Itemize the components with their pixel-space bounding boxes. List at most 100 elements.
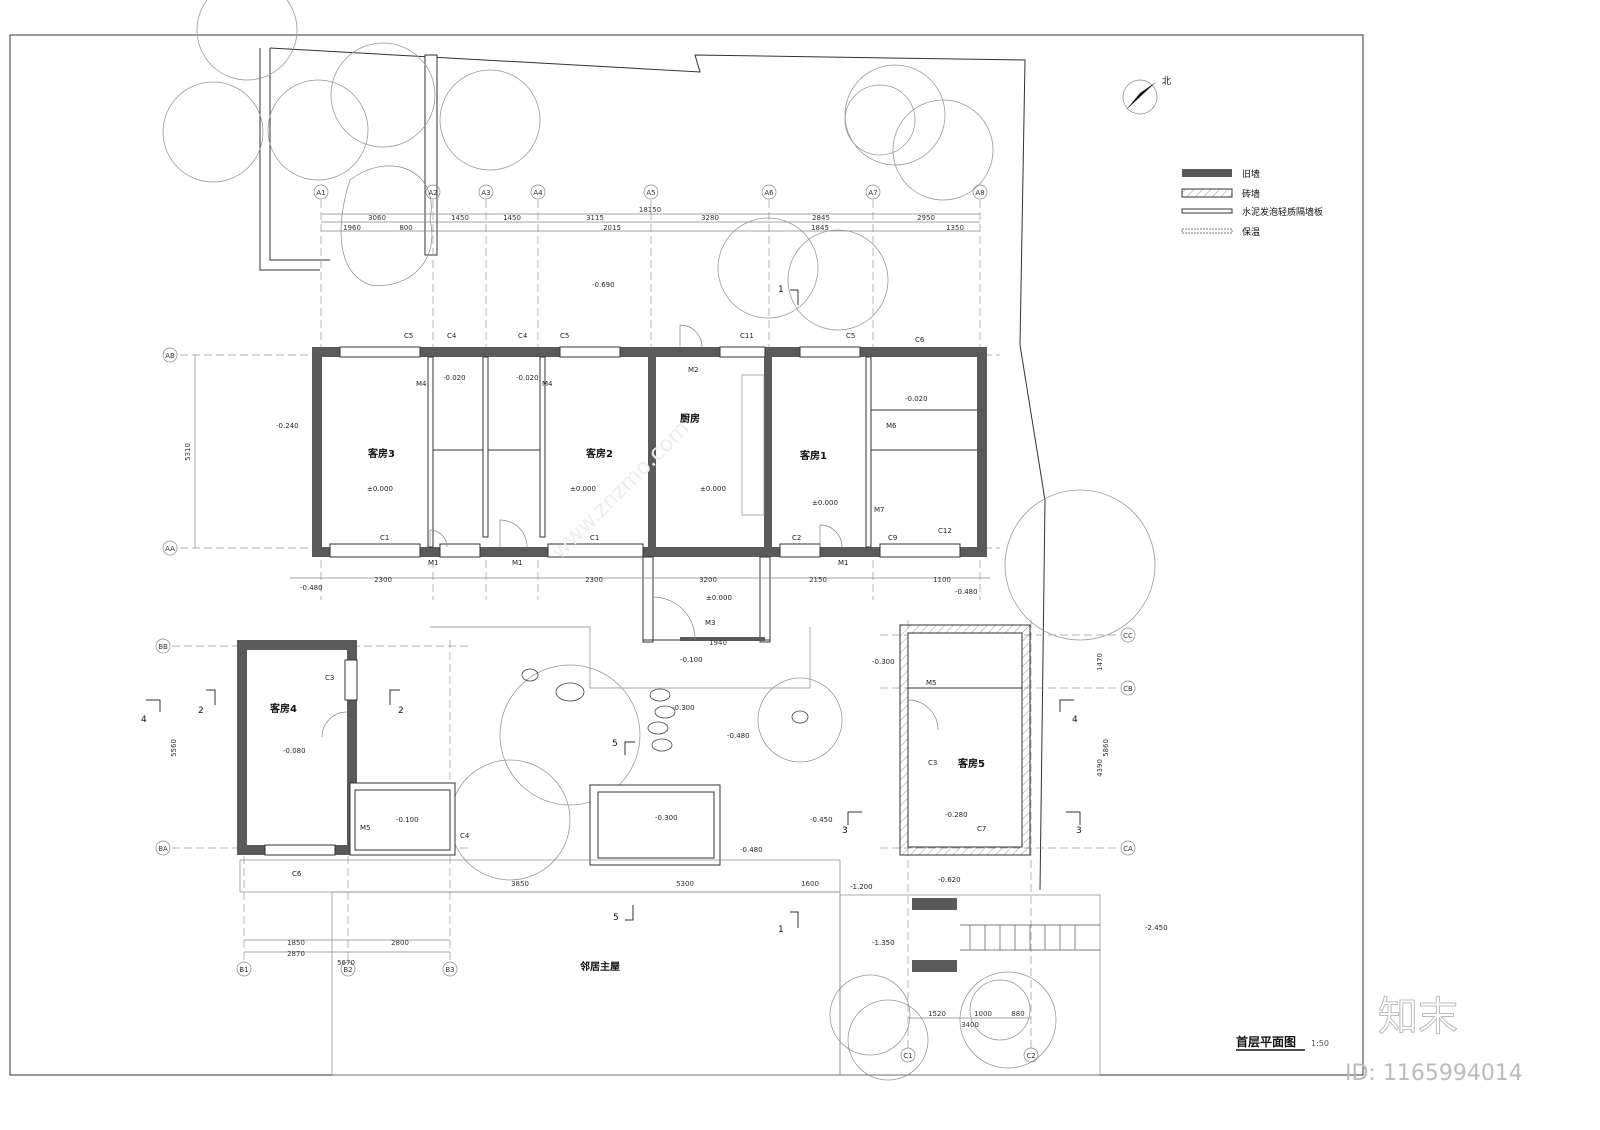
dimension: 1100 — [933, 576, 951, 584]
door-tag: M5 — [360, 824, 371, 832]
elevation: -0.480 — [727, 732, 750, 740]
drawing-title: 首层平面图 1:50 — [1236, 1034, 1329, 1051]
dimension: 1940 — [709, 639, 727, 647]
section-mark: 3 — [1076, 826, 1082, 836]
dimension: 1520 — [928, 1010, 946, 1018]
elevation: -1.200 — [850, 883, 873, 891]
dimension: 800 — [399, 224, 412, 232]
dimension: 2800 — [391, 939, 409, 947]
legend-label: 砖墙 — [1242, 188, 1260, 200]
legend-label: 旧墙 — [1242, 168, 1260, 180]
annex-guest-room-5 — [899, 624, 1031, 856]
dimension: 1600 — [801, 880, 819, 888]
window-tag: C7 — [977, 825, 986, 833]
elevation: ±0.000 — [367, 485, 393, 493]
elevation: -0.480 — [955, 588, 978, 596]
window-tag: C2 — [792, 534, 801, 542]
window-tag: C1 — [380, 534, 389, 542]
window-tag: C1 — [590, 534, 599, 542]
elevation: -0.280 — [945, 811, 968, 819]
dimension-total: 18150 — [639, 206, 661, 214]
watermark-id: ID: 1165994014 — [1345, 1061, 1523, 1086]
axis-label: BA — [158, 845, 168, 853]
dimension: 2950 — [917, 214, 935, 222]
elevation: -0.450 — [810, 816, 833, 824]
door-tag: M1 — [512, 559, 523, 567]
axis-label: A1 — [316, 189, 325, 197]
elevation: -0.020 — [905, 395, 928, 403]
axis-label: B2 — [343, 966, 352, 974]
elevation: -0.080 — [283, 747, 306, 755]
legend-swatch-old-wall — [1182, 169, 1232, 177]
dimension: 5860 — [1102, 739, 1110, 757]
axis-label: A8 — [975, 189, 984, 197]
dimension: 1470 — [1096, 653, 1104, 671]
section-mark: 1 — [778, 285, 784, 295]
watermark-brand: 知末 — [1378, 994, 1458, 1040]
room-label: 邻居主屋 — [580, 960, 620, 973]
room-labels: 客房3 客房2 厨房 客房1 客房4 客房5 邻居主屋 — [269, 412, 985, 973]
door-tag: M4 — [416, 380, 427, 388]
section-mark: 4 — [1072, 715, 1078, 725]
axis-label: A3 — [481, 189, 490, 197]
elevation: -0.100 — [680, 656, 703, 664]
room-label: 客房5 — [957, 757, 985, 770]
axis-label: A4 — [533, 189, 543, 197]
window-tag: C5 — [404, 332, 413, 340]
dimension: 3850 — [511, 880, 529, 888]
section-mark: 3 — [842, 826, 848, 836]
window-tag: C5 — [560, 332, 569, 340]
door-tag: M4 — [542, 380, 553, 388]
axis-label: AA — [165, 545, 175, 553]
window-tag: C9 — [888, 534, 897, 542]
elevation: -2.450 — [1145, 924, 1168, 932]
elevation: ±0.000 — [812, 499, 838, 507]
door-tag: M7 — [874, 506, 885, 514]
window-tag: C5 — [846, 332, 855, 340]
dimension: 5300 — [676, 880, 694, 888]
dimension: 3060 — [368, 214, 386, 222]
dimension: 1960 — [343, 224, 361, 232]
dimension: 3400 — [961, 1021, 979, 1029]
dimension: 2300 — [374, 576, 392, 584]
room-label: 客房2 — [585, 447, 613, 460]
section-mark: 5 — [612, 739, 618, 749]
main-building — [312, 324, 987, 558]
title-text: 首层平面图 — [1236, 1034, 1296, 1049]
elevation: -0.690 — [592, 281, 615, 289]
dimension: 5670 — [337, 959, 355, 967]
dimension: 2015 — [603, 224, 621, 232]
section-mark: 2 — [198, 706, 204, 716]
dimension: 1350 — [946, 224, 964, 232]
legend-swatch-brick-wall — [1181, 188, 1233, 198]
section-mark: 5 — [613, 913, 619, 923]
courtyard — [239, 626, 1101, 1076]
elevation: -0.020 — [516, 374, 539, 382]
window-tag: C6 — [292, 870, 302, 878]
elevation: ±0.000 — [706, 594, 732, 602]
section-marks: 1 1 2 2 3 3 4 4 5 5 — [141, 285, 1082, 935]
section-mark: 2 — [398, 706, 404, 716]
annex-guest-room-4 — [237, 640, 456, 856]
north-arrow-icon: 北 — [1122, 76, 1171, 115]
elevation: -0.300 — [872, 658, 895, 666]
legend-label: 保温 — [1242, 226, 1260, 238]
dimension: 2150 — [809, 576, 827, 584]
door-tag: M1 — [838, 559, 849, 567]
axis-label: C1 — [903, 1052, 912, 1060]
section-mark: 1 — [778, 925, 784, 935]
axis-label: A7 — [868, 189, 877, 197]
elevation: -0.300 — [655, 814, 678, 822]
trees — [162, 0, 1156, 1081]
elevation: -0.300 — [672, 704, 695, 712]
window-tag: C4 — [518, 332, 528, 340]
dimension: 1845 — [811, 224, 829, 232]
window-tag: C6 — [915, 336, 925, 344]
window-tag: C11 — [740, 332, 754, 340]
elevation: -0.620 — [938, 876, 961, 884]
window-tag: C12 — [938, 527, 952, 535]
legend: 旧墙 砖墙 水泥发泡轻质隔墙板 保温 — [1181, 168, 1323, 238]
axis-label: A6 — [764, 189, 774, 197]
elevation: -1.350 — [872, 939, 895, 947]
legend-swatch-partition — [1181, 208, 1233, 214]
